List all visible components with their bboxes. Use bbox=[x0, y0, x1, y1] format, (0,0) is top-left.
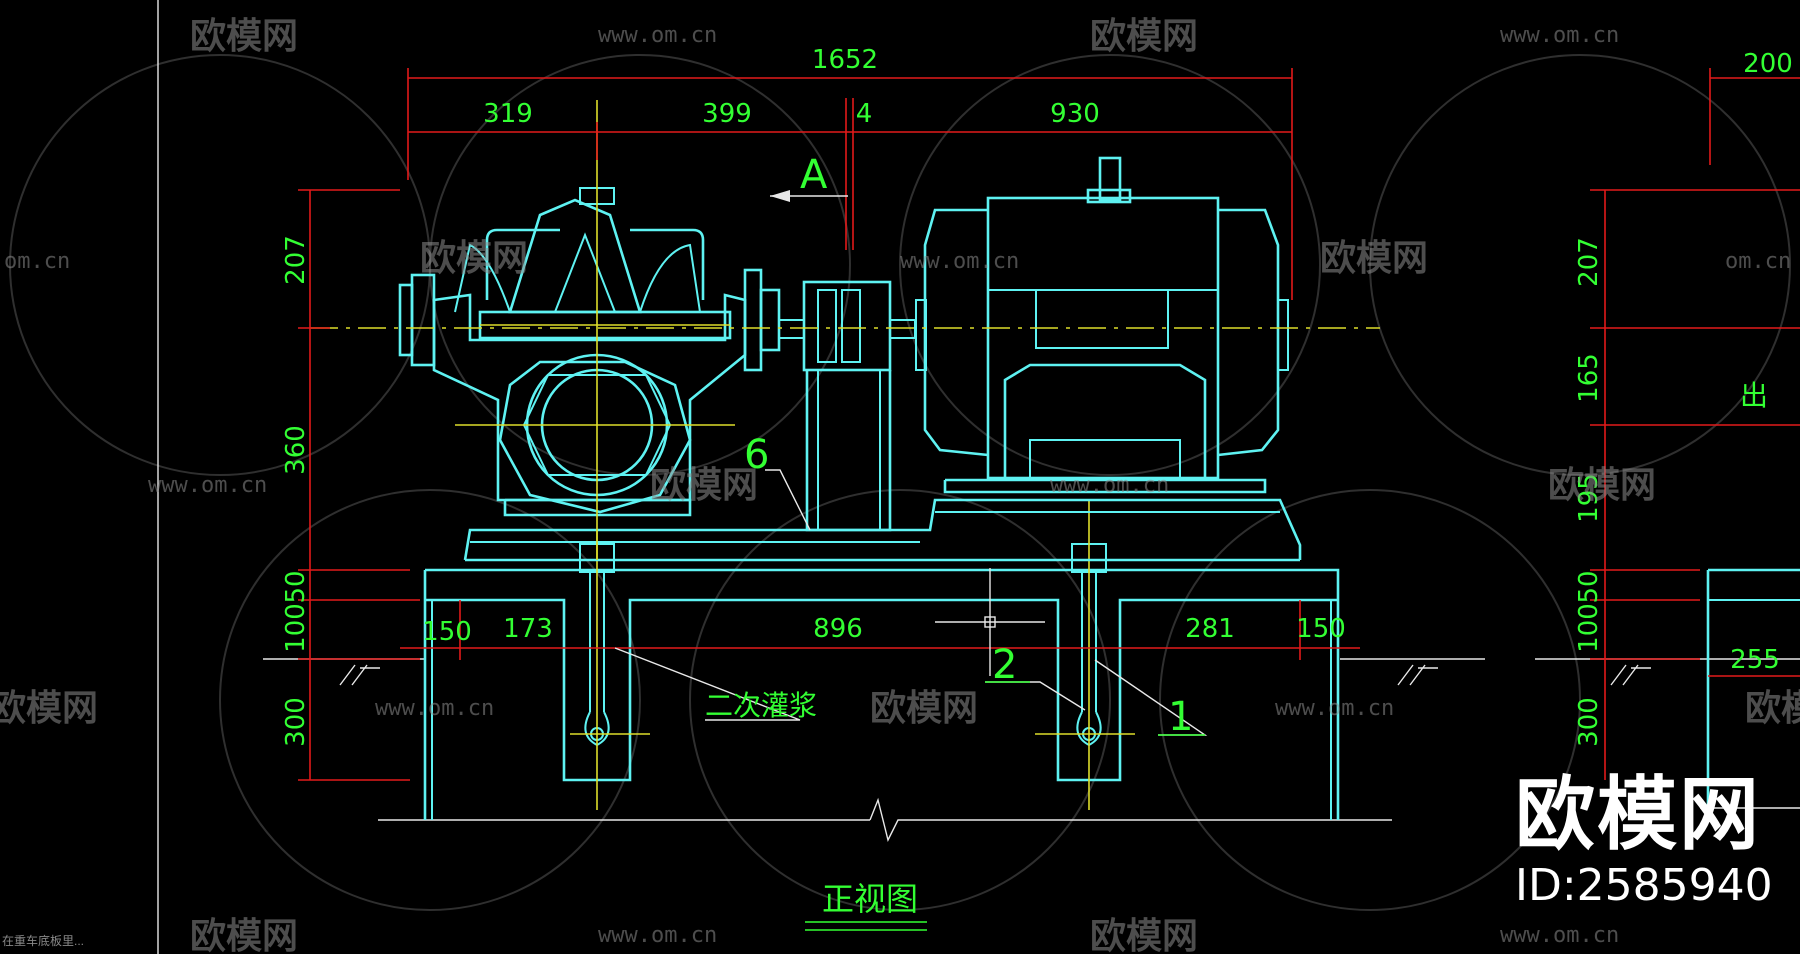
pump-base-plate bbox=[463, 498, 1302, 562]
dim-right-100: 100 bbox=[1574, 603, 1604, 653]
watermark-url: www.om.cn bbox=[375, 696, 494, 721]
brand-badge: 欧模网 ID:2585940 bbox=[1515, 770, 1773, 912]
dim-top-4: 4 bbox=[856, 99, 873, 129]
concrete-foundation bbox=[423, 568, 1800, 820]
dim-base-173: 173 bbox=[503, 614, 553, 644]
dim-right-165: 165 bbox=[1574, 353, 1604, 403]
watermark-url-layer: www.om.cn www.om.cn om.cn www.om.cn om.c… bbox=[4, 23, 1791, 948]
dim-right-195: 195 bbox=[1574, 473, 1604, 523]
dim-left-300: 300 bbox=[281, 697, 311, 747]
section-marker: A bbox=[770, 152, 848, 202]
callout-2: 2 bbox=[992, 642, 1017, 688]
watermark-url: www.om.cn bbox=[148, 473, 267, 498]
watermark-brand: 欧模网 bbox=[190, 16, 298, 57]
watermark-url: www.om.cn bbox=[1500, 23, 1619, 48]
watermark-brand: 欧模网 bbox=[1320, 238, 1428, 279]
view-title: 正视图 bbox=[822, 880, 918, 918]
anchor-bolt-left bbox=[570, 530, 650, 810]
brand-badge-id: ID:2585940 bbox=[1515, 860, 1773, 911]
watermark-brand: 欧模网 bbox=[1090, 916, 1198, 954]
cad-crosshair-cursor bbox=[935, 568, 1045, 676]
watermark-brand: 欧模网 bbox=[190, 916, 298, 954]
watermark-brand: 欧模网 bbox=[420, 238, 528, 279]
dim-top-399: 399 bbox=[702, 99, 752, 129]
dim-right-50: 50 bbox=[1574, 570, 1604, 603]
watermark-brand: 欧模网 bbox=[870, 688, 978, 729]
split-case-pump bbox=[398, 100, 781, 560]
watermark-url: www.om.cn bbox=[1275, 696, 1394, 721]
watermark-url: www.om.cn bbox=[1500, 923, 1619, 948]
watermark-brand: 欧模网 bbox=[0, 688, 98, 729]
watermark-url: www.om.cn bbox=[1050, 473, 1169, 498]
watermark-brand: 欧模网 bbox=[1548, 465, 1656, 506]
watermark-url: www.om.cn bbox=[900, 249, 1019, 274]
dim-right-255: 255 bbox=[1730, 645, 1780, 675]
watermark-brand: 欧模网 bbox=[650, 465, 758, 506]
brand-badge-name: 欧模网 bbox=[1515, 768, 1761, 861]
dim-right-200: 200 bbox=[1743, 49, 1793, 79]
anchor-bolt-right bbox=[1035, 500, 1135, 810]
dim-left-360: 360 bbox=[281, 425, 311, 475]
dim-base-281: 281 bbox=[1185, 614, 1235, 644]
footnote-text: 在重车底板里... bbox=[2, 934, 85, 948]
coupling bbox=[778, 280, 916, 532]
dim-right-300: 300 bbox=[1574, 697, 1604, 747]
grout-label: 二次灌浆 bbox=[705, 689, 817, 722]
dim-left-207: 207 bbox=[281, 235, 311, 285]
callout-6: 6 bbox=[744, 432, 769, 478]
dim-base-150-right: 150 bbox=[1296, 614, 1346, 644]
dim-right-207: 207 bbox=[1574, 237, 1604, 287]
watermark-url: www.om.cn bbox=[598, 23, 717, 48]
watermark-url: om.cn bbox=[1725, 249, 1791, 274]
dim-left-100: 100 bbox=[281, 603, 311, 653]
leader-lines bbox=[614, 469, 1208, 736]
outlet-label-partial: 出 水 bbox=[1740, 379, 1800, 412]
dim-left-50: 50 bbox=[281, 570, 311, 603]
dimension-lines bbox=[298, 68, 1800, 781]
watermark-brand-layer: 欧模网 欧模网 欧模网 欧模网 欧模网 欧模网 欧模网 欧模网 欧模网 欧模网 … bbox=[0, 16, 1800, 954]
callout-1: 1 bbox=[1168, 694, 1193, 740]
dim-top-319: 319 bbox=[483, 99, 533, 129]
watermark-url: www.om.cn bbox=[598, 923, 717, 948]
watermark-rings bbox=[9, 54, 1791, 911]
dim-base-150-left: 150 bbox=[422, 617, 472, 647]
watermark-brand: 欧模网 bbox=[1745, 688, 1800, 729]
dim-top-930: 930 bbox=[1050, 99, 1100, 129]
dim-base-896: 896 bbox=[813, 614, 863, 644]
watermark-url: om.cn bbox=[4, 249, 70, 274]
section-marker-label: A bbox=[800, 152, 828, 198]
electric-motor bbox=[310, 156, 1380, 494]
dim-top-overall: 1652 bbox=[812, 45, 878, 75]
watermark-brand: 欧模网 bbox=[1090, 16, 1198, 57]
